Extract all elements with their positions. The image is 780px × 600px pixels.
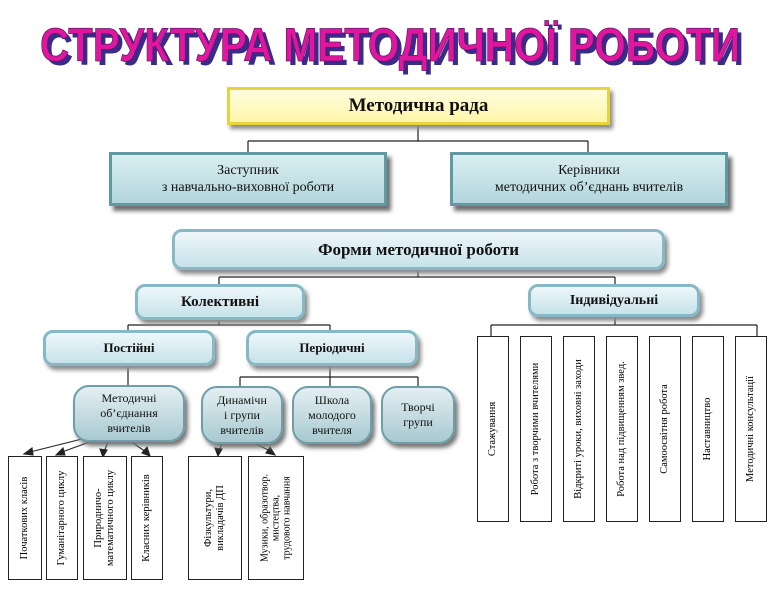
individual-item-label: Самоосвітня робота xyxy=(659,384,670,474)
individual-item-label: Відкриті уроки, виховні заходи xyxy=(573,359,584,499)
permanent-label: Постійні xyxy=(103,340,155,355)
assoc-item-box: Гуманітарного циклу xyxy=(46,456,78,580)
individual-item-label: Методичні консультації xyxy=(745,376,756,482)
individual-item-box: Робота над підвищенням звед. xyxy=(606,336,638,522)
young-teacher-school-box: Школа молодого вчителя xyxy=(292,386,372,444)
young-teacher-school-label: Школа молодого вчителя xyxy=(308,392,356,437)
individual-label: Індивідуальні xyxy=(569,292,659,308)
individual-item-box: Самоосвітня робота xyxy=(649,336,681,522)
method-assoc-box: Методичні об’єднання вчителів xyxy=(73,385,185,442)
dynamic-item-box: Музики, образотвор. мистецтва, трудового… xyxy=(248,456,304,580)
diagram-title: СТРУКТУРА МЕТОДИЧНОЇ РОБОТИ СТРУКТУРА МЕ… xyxy=(0,2,780,82)
assoc-item-box: Початкових класів xyxy=(8,456,42,580)
individual-box: Індивідуальні xyxy=(528,284,700,317)
title-text: СТРУКТУРА МЕТОДИЧНОЇ РОБОТИ xyxy=(40,18,740,71)
individual-item-label: Наставництво xyxy=(702,397,713,461)
title-shadow: СТРУКТУРА МЕТОДИЧНОЇ РОБОТИ xyxy=(44,22,744,75)
periodic-label: Періодичні xyxy=(299,340,365,355)
deputy-box: Заступник з навчально-виховної роботи xyxy=(109,152,387,206)
periodic-box: Періодичні xyxy=(246,330,418,366)
creative-groups-box: Творчі групи xyxy=(381,386,455,444)
individual-item-label: Стажування xyxy=(487,401,498,457)
individual-item-label: Робота з творчими вчителями xyxy=(530,362,541,496)
assoc-item-label: Гуманітарного циклу xyxy=(56,470,67,566)
creative-groups-label: Творчі групи xyxy=(401,400,435,429)
individual-item-box: Робота з творчими вчителями xyxy=(520,336,552,522)
assoc-item-box: Класних керівників xyxy=(131,456,163,580)
individual-item-box: Наставництво xyxy=(692,336,724,522)
dynamic-groups-label: Динамічн і групи вчителів xyxy=(217,392,267,437)
individual-item-label: Робота над підвищенням звед. xyxy=(616,361,627,497)
individual-item-box: Відкриті уроки, виховні заходи xyxy=(563,336,595,522)
heads-box: Керівники методичних об’єднань вчителів xyxy=(450,152,728,206)
individual-item-box: Методичні консультації xyxy=(735,336,767,522)
dynamic-item-label: Музики, образотвор. мистецтва, трудового… xyxy=(259,474,293,562)
assoc-item-box: Природничо- математичного циклу xyxy=(83,456,127,580)
council-box: Методична рада xyxy=(227,87,610,125)
dynamic-item-box: Фізкультури, викладачів ДП xyxy=(188,456,242,580)
dynamic-groups-box: Динамічн і групи вчителів xyxy=(201,386,283,444)
method-assoc-label: Методичні об’єднання вчителів xyxy=(100,391,158,435)
assoc-item-label: Класних керівників xyxy=(141,474,152,562)
assoc-item-label: Природничо- математичного циклу xyxy=(93,469,116,567)
forms-label: Форми методичної роботи xyxy=(317,239,520,259)
permanent-box: Постійні xyxy=(43,330,215,366)
council-label: Методична рада xyxy=(348,95,489,116)
forms-box: Форми методичної роботи xyxy=(172,229,665,270)
collective-label: Колективні xyxy=(180,293,260,310)
dynamic-item-label: Фізкультури, викладачів ДП xyxy=(203,485,226,551)
collective-box: Колективні xyxy=(135,284,305,320)
deputy-label: Заступник з навчально-виховної роботи xyxy=(161,163,335,195)
individual-item-box: Стажування xyxy=(477,336,509,522)
heads-label: Керівники методичних об’єднань вчителів xyxy=(494,163,684,195)
assoc-item-label: Початкових класів xyxy=(19,476,30,560)
